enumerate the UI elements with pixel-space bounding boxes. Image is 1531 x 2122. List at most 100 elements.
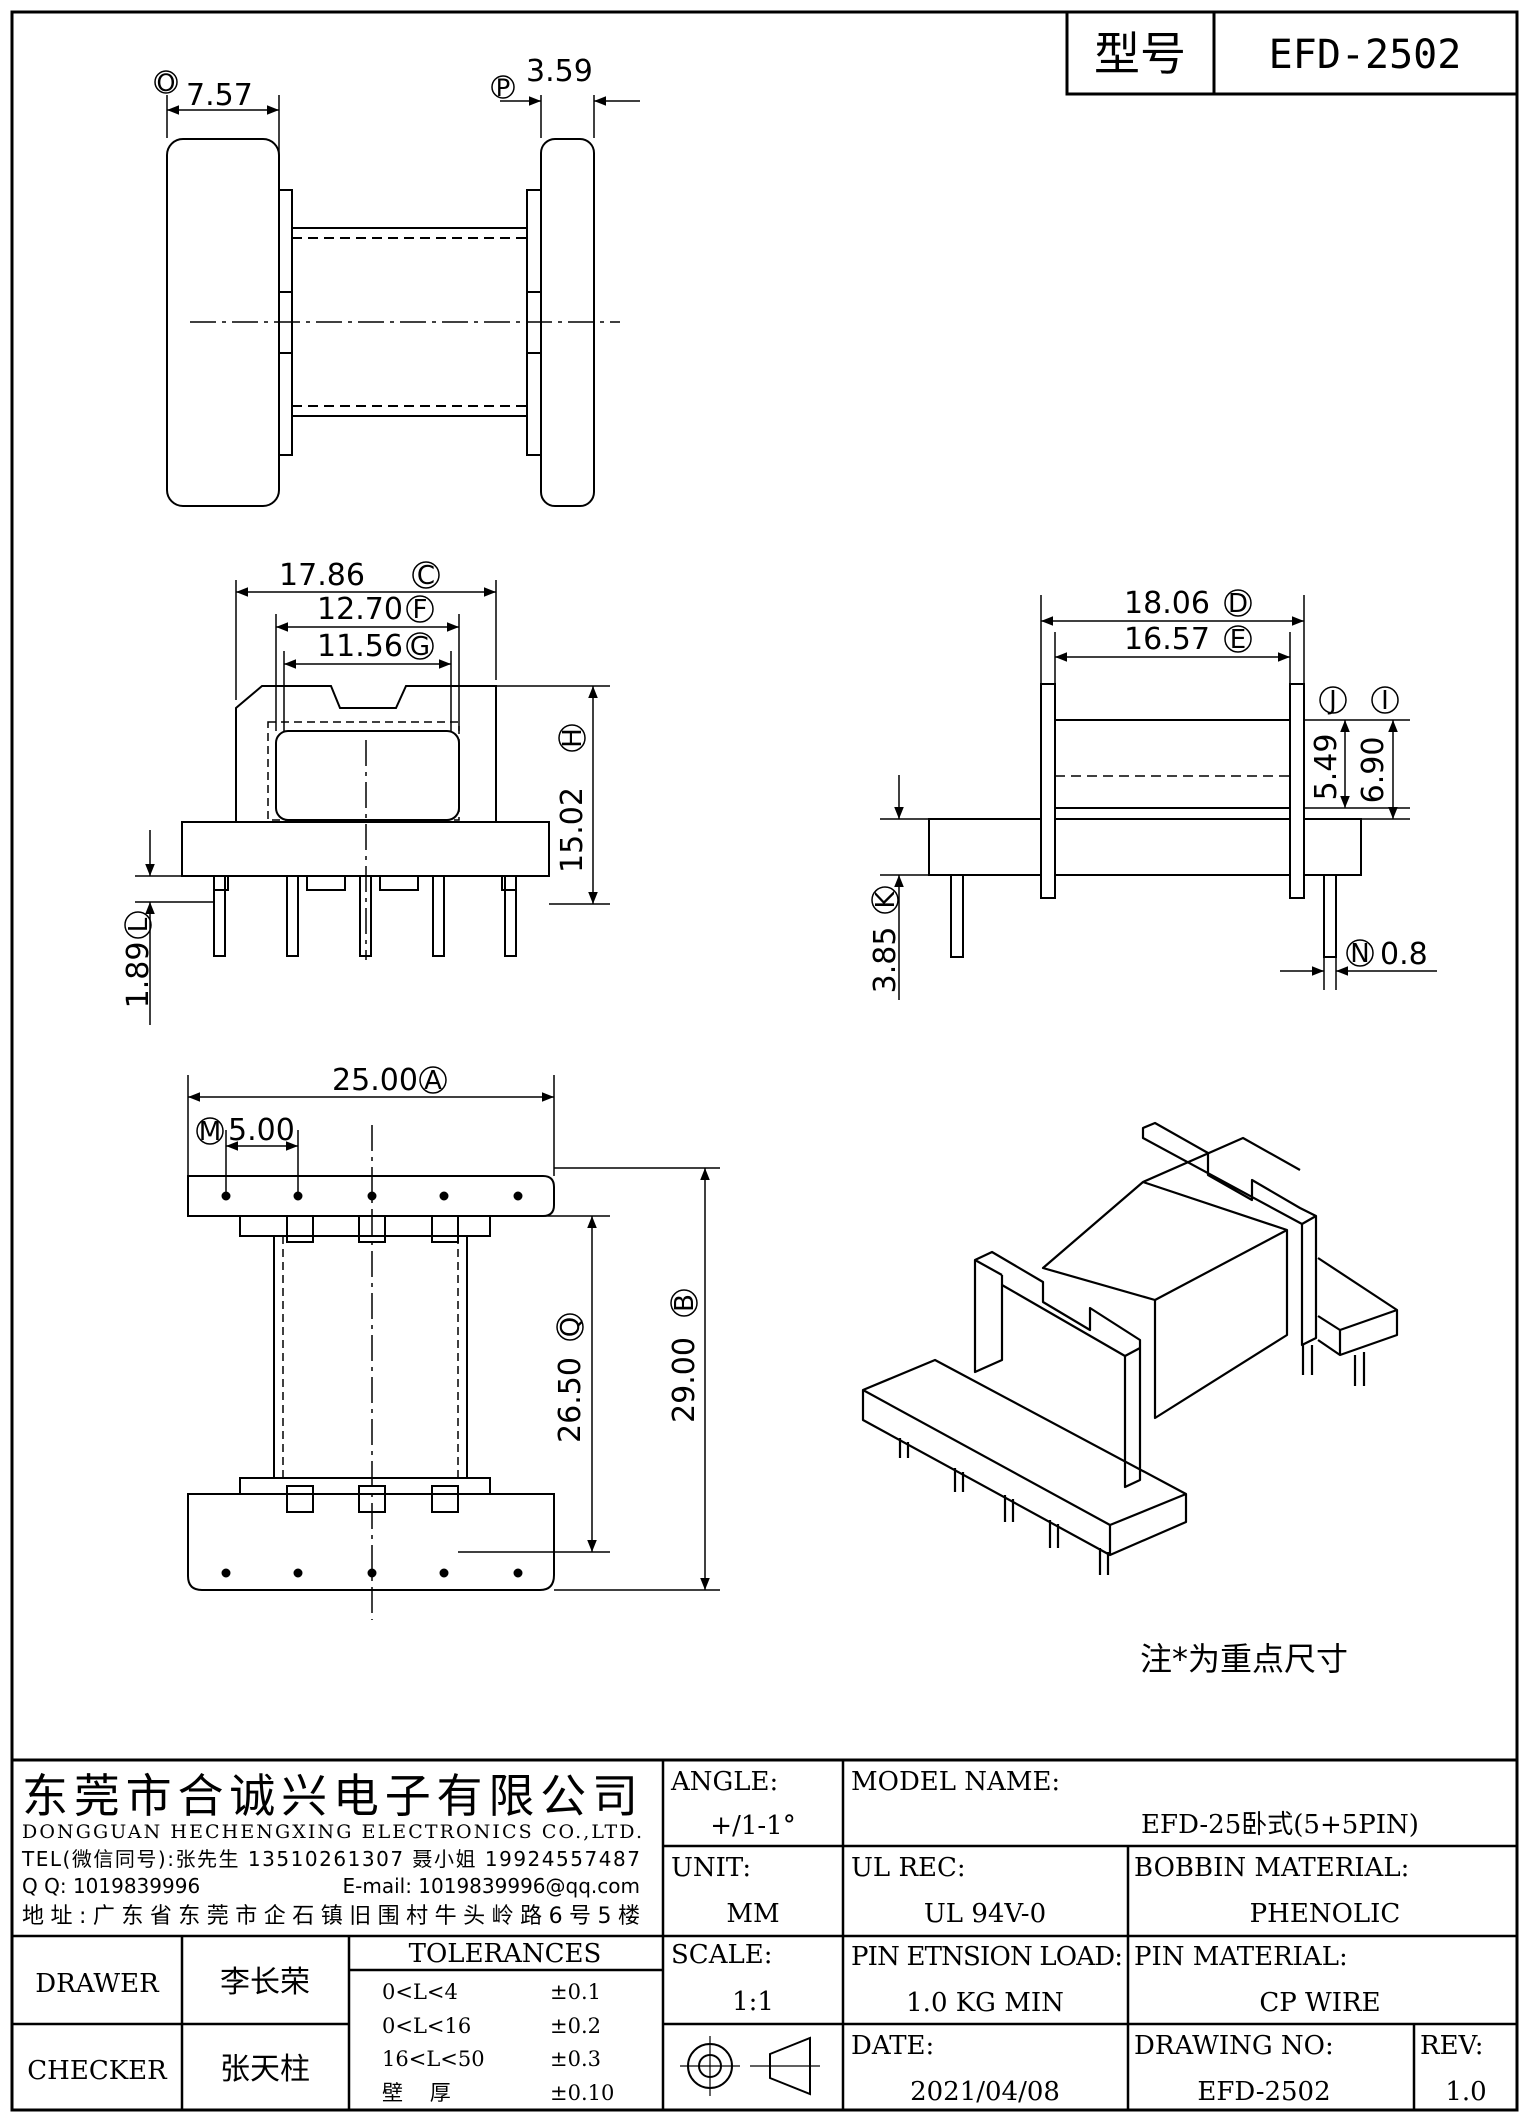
- pin: [1324, 875, 1336, 957]
- ul-rec-label: UL REC:: [851, 1853, 966, 1883]
- flange-right: [1290, 684, 1304, 898]
- front-base: [863, 1360, 1186, 1555]
- drawing-no-label: DRAWING NO:: [1134, 2031, 1334, 2061]
- side-view: 18.06 D 16.57 E J 5.49 I 6.90 3.85 K: [868, 586, 1437, 1000]
- ref-g: G: [410, 632, 430, 662]
- dim-h: 15.02: [555, 787, 590, 873]
- dim-l: 1.89: [121, 942, 156, 1009]
- pin: [214, 876, 225, 956]
- tolerances-title: TOLERANCES: [409, 1939, 602, 1969]
- projection-symbol-icon: [680, 2036, 820, 2096]
- pin-hole: [515, 1193, 522, 1200]
- company-name-cn: 东莞市合诚兴电子有限公司: [22, 1769, 638, 1823]
- ref-a: A: [424, 1066, 442, 1096]
- ref-d: D: [1228, 589, 1248, 619]
- tolerance-value: ±0.2: [550, 2014, 601, 2038]
- drawing-no-value: EFD-2502: [1197, 2077, 1330, 2107]
- dim-m: 5.00: [228, 1113, 295, 1148]
- tolerance-value: ±0.3: [550, 2047, 601, 2071]
- ref-q: Q: [556, 1317, 586, 1337]
- checker-label: CHECKER: [27, 2056, 168, 2086]
- plate-bottom: [188, 1494, 554, 1590]
- scale-label: SCALE:: [671, 1940, 773, 1970]
- pin: [505, 876, 516, 956]
- company-name-en: DONGGUAN HECHENGXING ELECTRONICS CO.,LTD…: [22, 1821, 642, 1843]
- ref-o: O: [157, 69, 176, 97]
- angle-value: +/1-1°: [710, 1811, 795, 1841]
- ref-b: B: [670, 1294, 700, 1312]
- ref-e: E: [1230, 625, 1246, 655]
- dim-n: 0.8: [1380, 937, 1428, 972]
- ref-k: K: [871, 891, 901, 909]
- dim-i: 6.90: [1356, 737, 1391, 804]
- pin-hole: [441, 1570, 448, 1577]
- drawer-label: DRAWER: [35, 1969, 160, 1999]
- company-qq: Q Q: 1019839996: [22, 1874, 200, 1898]
- dim-d: 18.06: [1124, 586, 1210, 621]
- dim-c: 17.86: [279, 558, 365, 593]
- pin-hole: [369, 1193, 376, 1200]
- sheet-border: [12, 12, 1517, 2110]
- pin-material-value: CP WIRE: [1259, 1988, 1380, 2018]
- pin-hole: [295, 1193, 302, 1200]
- dim-q: 26.50: [553, 1357, 588, 1443]
- dim-g: 11.56: [317, 629, 403, 664]
- window: [276, 731, 459, 820]
- isometric-view: [863, 1123, 1397, 1575]
- flange-left: [1041, 684, 1055, 898]
- bobbin-material-label: BOBBIN MATERIAL:: [1134, 1853, 1409, 1883]
- front-view: 17.86 C 12.70 F 11.56 G 15.02 H 1.89 L: [121, 558, 610, 1025]
- pin-material-label: PIN MATERIAL:: [1134, 1942, 1348, 1972]
- model-name-value: EFD-25卧式(5+5PIN): [1141, 1810, 1419, 1840]
- unit-value: MM: [726, 1899, 779, 1929]
- pin-hole: [295, 1570, 302, 1577]
- dim-f: 12.70: [317, 592, 403, 627]
- pin-tension-value: 1.0 KG MIN: [906, 1988, 1064, 2018]
- ref-m: M: [199, 1117, 221, 1147]
- dim-j: 5.49: [1309, 734, 1344, 801]
- ref-h: H: [558, 728, 588, 748]
- dim-o: 7.57: [186, 78, 253, 113]
- date-value: 2021/04/08: [910, 2077, 1060, 2107]
- tolerance-range: 0<L<4: [382, 1980, 458, 2004]
- header-model: EFD-2502: [1269, 32, 1462, 78]
- tolerance-value: ±0.10: [550, 2081, 614, 2105]
- rev-label: REV:: [1420, 2031, 1483, 2061]
- ref-l: L: [124, 917, 154, 932]
- pin-hole: [441, 1193, 448, 1200]
- base: [929, 819, 1361, 875]
- ref-f: F: [413, 595, 428, 625]
- company-address: 地址:广东省东莞市企石镇旧围村牛头岭路6号5楼: [22, 1904, 640, 1929]
- pin-hole: [515, 1570, 522, 1577]
- bobbin-material-value: PHENOLIC: [1250, 1899, 1401, 1929]
- model-name-label: MODEL NAME:: [851, 1767, 1060, 1797]
- note: 注*为重点尺寸: [1140, 1640, 1348, 1678]
- tolerance-range: 0<L<16: [382, 2014, 471, 2038]
- dim-k: 3.85: [868, 927, 903, 994]
- rev-value: 1.0: [1445, 2077, 1486, 2107]
- pin-hole: [223, 1193, 230, 1200]
- angle-label: ANGLE:: [670, 1767, 778, 1797]
- pin-tension-label: PIN ETNSION LOAD:: [851, 1942, 1123, 1972]
- dim-b: 29.00: [667, 1337, 702, 1423]
- pin: [287, 876, 298, 956]
- top-view: O 7.57 P 3.59: [155, 54, 640, 506]
- unit-label: UNIT:: [671, 1853, 751, 1883]
- core-box: [1043, 1182, 1287, 1418]
- tolerance-range: 壁 厚: [382, 2081, 451, 2105]
- header-label: 型号: [1094, 27, 1186, 81]
- pin-hole: [223, 1570, 230, 1577]
- header-box: 型号 EFD-2502: [1067, 12, 1517, 94]
- dim-e: 16.57: [1124, 622, 1210, 657]
- ref-c: C: [417, 561, 435, 591]
- date-label: DATE:: [851, 2031, 934, 2061]
- company-email: E-mail: 1019839996@qq.com: [342, 1874, 640, 1898]
- scale-value: 1:1: [732, 1987, 774, 2017]
- title-block: [12, 1760, 1517, 2110]
- ref-i: I: [1381, 686, 1389, 716]
- flange-outline: [236, 686, 496, 822]
- ref-n: N: [1350, 939, 1369, 969]
- company-tel: TEL(微信同号):张先生 13510261307 聂小姐 1992455748…: [21, 1847, 640, 1871]
- pin: [433, 876, 444, 956]
